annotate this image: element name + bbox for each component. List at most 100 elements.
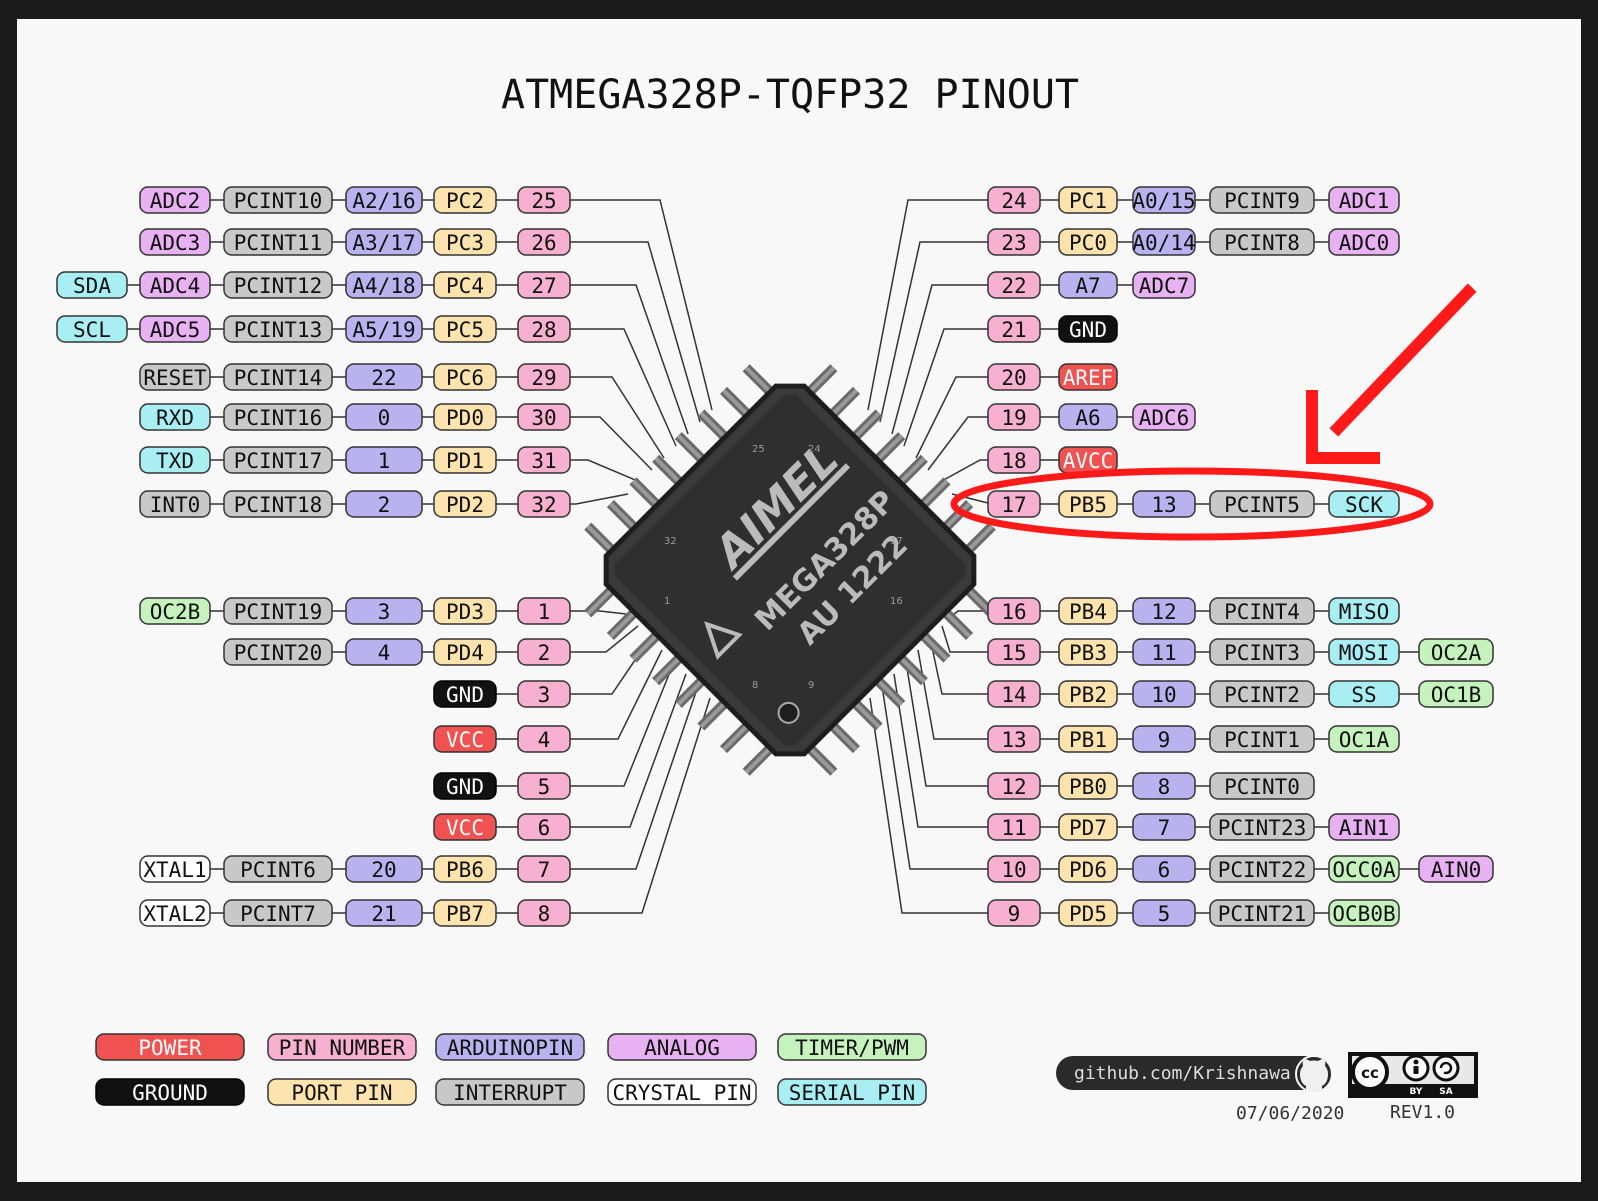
corner-32: 32 xyxy=(664,536,677,547)
left-pill-txd-text: TXD xyxy=(156,449,194,473)
right-pill-15: 15 xyxy=(987,638,1041,666)
chip-lead-highlight xyxy=(699,411,727,439)
left-pill-30-bg xyxy=(517,403,571,431)
left-pill-pcint20-bg xyxy=(223,638,333,666)
right-pill-pc0: PC0 xyxy=(1058,228,1118,256)
right-pill-pb3: PB3 xyxy=(1058,638,1118,666)
left-pill-31-text: 31 xyxy=(531,449,556,473)
github-link[interactable]: github.com/Krishnawa xyxy=(1074,1063,1291,1084)
right-pill-ain1-text: AIN1 xyxy=(1339,816,1390,840)
left-pill-pd0: PD0 xyxy=(433,403,497,431)
legend-swatch xyxy=(435,1078,585,1106)
left-pill-pc4-bg xyxy=(433,271,497,299)
right-pill-pd5-text: PD5 xyxy=(1069,902,1107,926)
right-pill-pcint23-bg xyxy=(1209,813,1315,841)
right-pill-ss-text: SS xyxy=(1351,683,1376,707)
right-pill-a6-bg xyxy=(1058,403,1118,431)
left-pill-2-bg xyxy=(517,638,571,666)
legend-swatch xyxy=(777,1078,927,1106)
left-pill-pb7-bg xyxy=(433,899,497,927)
left-pill-25-text: 25 xyxy=(531,189,556,213)
left-pill-pd3-bg xyxy=(433,597,497,625)
github-octocat-icon xyxy=(1300,1059,1328,1092)
left-pill-a4-18-text: A4/18 xyxy=(352,274,415,298)
right-pill-sck-text: SCK xyxy=(1345,493,1383,517)
right-pill-9-text: 9 xyxy=(1008,902,1021,926)
left-pill-adc3-text: ADC3 xyxy=(150,231,201,255)
right-pill-pb1-text: PB1 xyxy=(1069,728,1107,752)
left-pill-pc4: PC4 xyxy=(433,271,497,299)
chip-lead-highlight xyxy=(699,701,727,729)
left-pill-pd2-bg xyxy=(433,490,497,518)
left-pill-2: 2 xyxy=(345,490,423,518)
legend-item-interrupt: INTERRUPT xyxy=(435,1078,585,1106)
right-pill-pcint8-bg xyxy=(1209,228,1315,256)
wire-left-upper xyxy=(570,493,629,505)
right-pill-gnd-bg xyxy=(1058,315,1118,343)
right-pill-10-bg xyxy=(1132,680,1196,708)
right-pill-ain0-bg xyxy=(1418,855,1494,883)
right-pill-16-text: 16 xyxy=(1001,600,1026,624)
chip: AIMEL MEGA328P AU 1222 25 24 32 17 1 16 … xyxy=(584,364,996,776)
left-pill-3-bg xyxy=(345,597,423,625)
right-pill-ain0-text: AIN0 xyxy=(1431,858,1482,882)
right-pill-oc1b: OC1B xyxy=(1418,680,1494,708)
left-pill-8-text: 8 xyxy=(538,902,551,926)
chip-lead-highlight xyxy=(898,456,926,484)
right-pill-12-text: 12 xyxy=(1151,600,1176,624)
right-pill-pcint22: PCINT22 xyxy=(1209,855,1315,883)
chip-lead-highlight xyxy=(676,434,704,462)
wire-left-lower xyxy=(570,637,651,695)
left-pill-adc2-bg xyxy=(139,186,211,214)
legend-swatch xyxy=(777,1033,927,1061)
right-pill-15-bg xyxy=(987,638,1041,666)
right-pill-6-text: 6 xyxy=(1158,858,1171,882)
github-badge[interactable] xyxy=(1056,1056,1330,1090)
right-pill-adc7-bg xyxy=(1132,271,1196,299)
chip-leads xyxy=(584,364,996,776)
left-pill-vcc-bg xyxy=(433,813,497,841)
left-pill-26-bg xyxy=(517,228,571,256)
right-pill-21-text: 21 xyxy=(1001,318,1026,342)
legend-item-port-pin: PORT PIN xyxy=(267,1078,417,1106)
right-pill-11-text: 11 xyxy=(1001,816,1026,840)
left-pill-27-bg xyxy=(517,271,571,299)
left-pill-pcint18-bg xyxy=(223,490,333,518)
chip-lead-highlight xyxy=(853,701,881,729)
right-pill-12-bg xyxy=(1132,597,1196,625)
legend-label: TIMER/PWM xyxy=(795,1036,909,1060)
left-pill-adc5-text: ADC5 xyxy=(150,318,201,342)
left-pill-rxd: RXD xyxy=(139,403,211,431)
chip-lead-highlight xyxy=(631,479,659,507)
left-pill-27: 27 xyxy=(517,271,571,299)
right-pill-miso: MISO xyxy=(1328,597,1400,625)
right-pill-pb4-text: PB4 xyxy=(1069,600,1107,624)
left-pill-7-bg xyxy=(517,855,571,883)
left-pill-pcint14-bg xyxy=(223,363,333,391)
left-pill-25-bg xyxy=(517,186,571,214)
left-pill-reset-bg xyxy=(139,363,211,391)
left-pill-22: 22 xyxy=(345,363,423,391)
left-pill-4-bg xyxy=(345,638,423,666)
right-pill-gnd-text: GND xyxy=(1069,318,1107,342)
right-pill-a7: A7 xyxy=(1058,271,1118,299)
left-pill-4-text: 4 xyxy=(378,641,391,665)
left-pill-31-bg xyxy=(517,446,571,474)
left-pill-gnd-text: GND xyxy=(446,683,484,707)
page-title: ATMEGA328P-TQFP32 PINOUT xyxy=(501,72,1079,118)
annotation xyxy=(950,283,1477,541)
right-pill-pcint1-bg xyxy=(1209,725,1315,753)
left-pill-3: 3 xyxy=(517,680,571,708)
left-pill-gnd: GND xyxy=(433,680,497,708)
right-pill-17-bg xyxy=(987,490,1041,518)
chip-lead-highlight xyxy=(853,411,881,439)
left-pill-pcint13-bg xyxy=(223,315,333,343)
left-pill-pd2-text: PD2 xyxy=(446,493,484,517)
left-pill-a4-18-bg xyxy=(345,271,423,299)
right-pill-22-text: 22 xyxy=(1001,274,1026,298)
left-pill-6-text: 6 xyxy=(538,816,551,840)
chip-lead-highlight xyxy=(921,479,949,507)
left-pill-a5-19: A5/19 xyxy=(345,315,423,343)
